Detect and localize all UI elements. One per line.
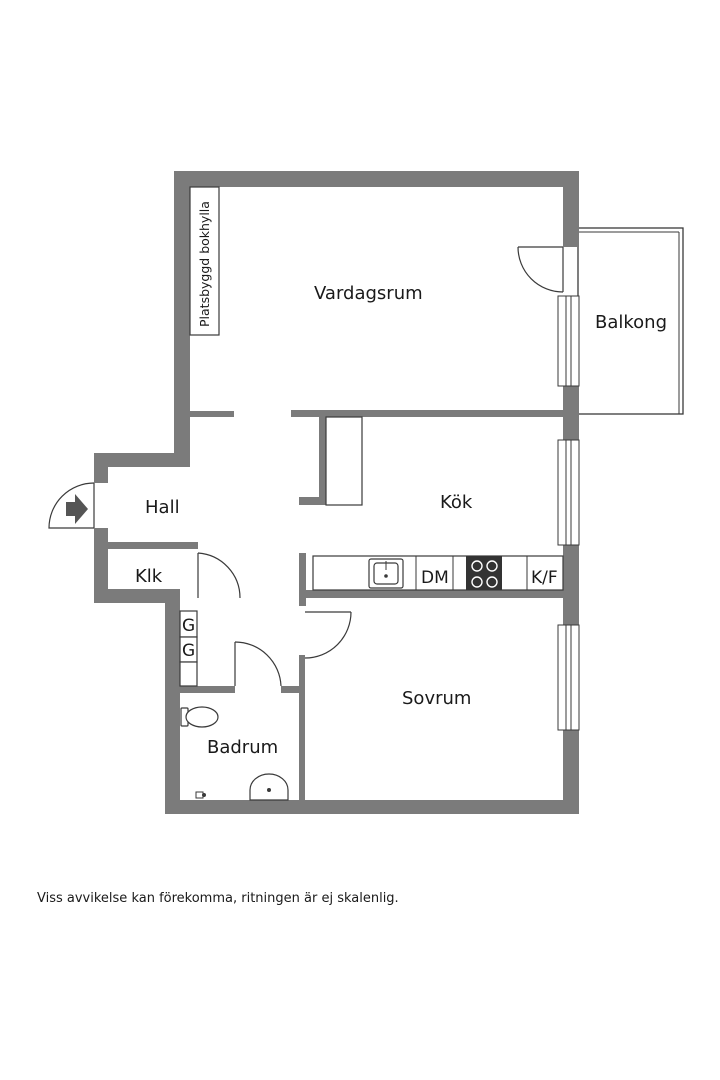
bookshelf-label: Platsbyggd bokhylla (197, 201, 212, 327)
disclaimer-text: Viss avvikelse kan förekomma, ritningen … (37, 891, 399, 906)
cabinet-label-bottom: G (182, 641, 195, 661)
washbasin-icon (249, 773, 289, 801)
hall-cabinets: G G (179, 610, 198, 687)
room-label-vardagsrum: Vardagsrum (314, 283, 423, 304)
bathroom-fixtures (180, 706, 289, 801)
windows (557, 295, 580, 731)
room-label-sovrum: Sovrum (402, 688, 471, 709)
balcony (577, 227, 684, 415)
kitchen-counter: DM K/F (312, 416, 564, 591)
interior-walls (108, 410, 563, 800)
floor-drain-icon (195, 791, 206, 799)
cabinet-label-top: G (182, 616, 195, 636)
sink-icon (368, 558, 404, 589)
bookshelf: Platsbyggd bokhylla (189, 186, 220, 336)
room-label-hall: Hall (145, 497, 180, 518)
bathroom-door (234, 641, 282, 687)
room-label-balkong: Balkong (595, 312, 667, 333)
bedroom-door (304, 611, 352, 659)
room-label-klk: Klk (135, 566, 163, 587)
balcony-door (517, 246, 564, 293)
entrance-door (48, 482, 95, 529)
toilet-icon (180, 706, 219, 728)
entrance-arrow-icon (66, 494, 88, 524)
outer-walls (94, 171, 579, 814)
room-label-kok: Kök (440, 492, 473, 513)
closet-door (197, 552, 241, 599)
room-label-badrum: Badrum (207, 737, 278, 758)
dishwasher-label: DM (421, 568, 449, 588)
fridge-freezer-label: K/F (531, 568, 558, 588)
stove-icon (466, 556, 502, 590)
